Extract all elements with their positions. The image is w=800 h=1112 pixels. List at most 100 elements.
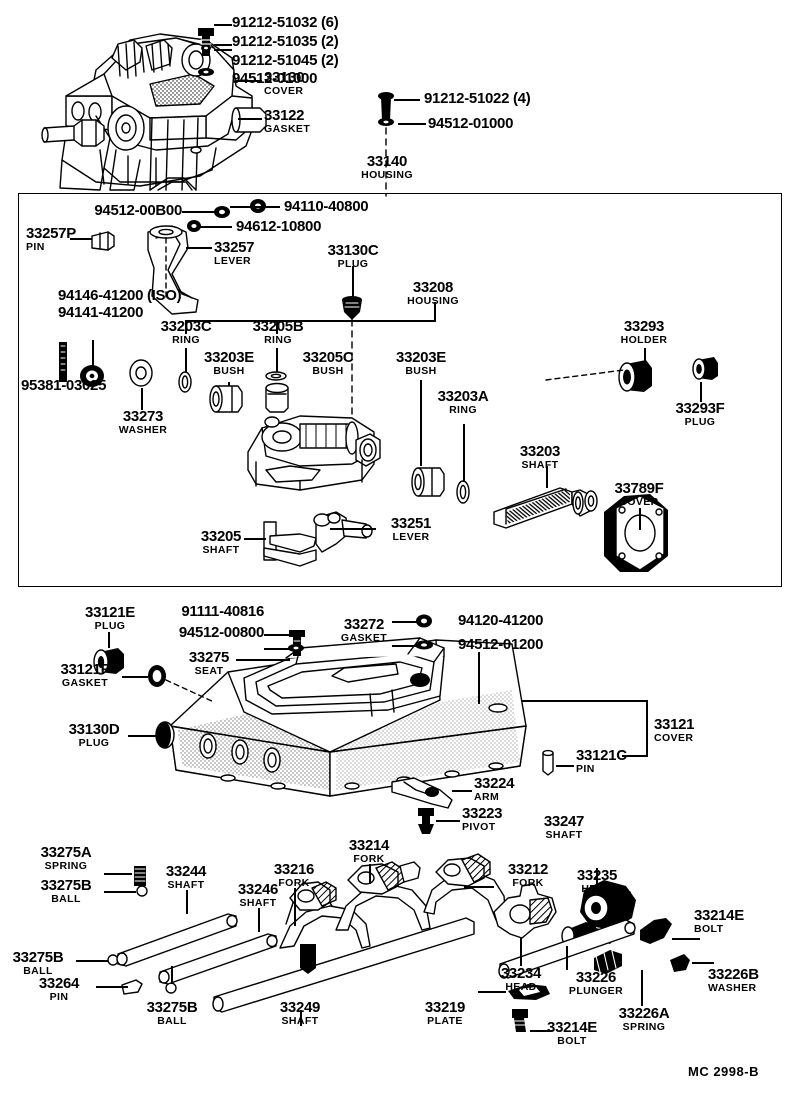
- leader: [672, 938, 700, 940]
- part-label-91212-51022: 91212-51022 (4): [424, 90, 531, 107]
- part-label-33234-head: 33234 HEAD: [500, 965, 542, 993]
- cover-bracket-bottom: [622, 755, 648, 757]
- leader: [238, 118, 262, 120]
- leader: [108, 632, 110, 648]
- part-label-33789F-cover: 33789F COVER: [614, 480, 664, 508]
- group-bracket: [434, 302, 436, 322]
- leader: [182, 211, 216, 213]
- leader: [546, 466, 548, 488]
- leader: [214, 49, 232, 51]
- part-label-91212-51032: 91212-51032 (6): [232, 14, 339, 31]
- part-label-33130-cover: 33130 COVER: [264, 69, 305, 97]
- part-label-33246-shaft: 33246 SHAFT: [237, 881, 279, 909]
- part-label-33130D-plug: 33130D PLUG: [68, 721, 120, 749]
- leader: [104, 891, 136, 893]
- leader: [276, 348, 278, 372]
- leader: [171, 966, 173, 984]
- leader: [186, 247, 212, 249]
- leader: [478, 652, 480, 704]
- part-label-33121F-gasket: 33121F GASKET: [60, 661, 110, 689]
- part-label-94512-01200: 94512-01200: [458, 636, 544, 653]
- leader: [478, 991, 506, 993]
- part-label-33275B-ball-left: 33275B BALL: [12, 949, 64, 977]
- part-label-33212-fork: 33212 FORK: [507, 861, 549, 889]
- leader: [214, 44, 232, 46]
- leader: [300, 1010, 302, 1026]
- group-bracket: [185, 320, 435, 322]
- leader: [452, 790, 472, 792]
- part-label-33235-head: 33235 HEAD: [576, 867, 618, 895]
- part-label-33257-lever: 33257 LEVER: [214, 239, 255, 267]
- leader: [641, 970, 643, 1006]
- part-label-33226-plunger: 33226 PLUNGER: [568, 969, 624, 997]
- part-label-33205-shaft: 33205 SHAFT: [200, 528, 242, 556]
- part-label-94146-41200: 94146-41200 (ISO): [58, 287, 182, 304]
- part-label-33214E-bolt-bottom: 33214E BOLT: [547, 1019, 597, 1047]
- part-label-33272-gasket: 33272 GASKET: [340, 616, 388, 644]
- part-label-91212-51035: 91212-51035 (2): [232, 33, 339, 50]
- part-label-33203C-ring: 33203C RING: [160, 318, 212, 346]
- leader: [236, 659, 290, 661]
- part-label-91212-51045: 91212-51045 (2): [232, 52, 339, 69]
- leader: [369, 864, 371, 884]
- leader: [436, 820, 460, 822]
- leader: [294, 888, 296, 926]
- leader: [520, 938, 522, 966]
- leader: [104, 873, 132, 875]
- part-label-33251-lever: 33251 LEVER: [390, 515, 432, 543]
- leader: [530, 1030, 552, 1032]
- part-label-33249-shaft: 33249 SHAFT: [279, 999, 321, 1027]
- leader: [463, 424, 465, 482]
- middle-group-frame: [18, 193, 782, 587]
- part-label-33203A-ring: 33203A RING: [437, 388, 489, 416]
- part-label-33264-pin: 33264 PIN: [38, 975, 80, 1003]
- cover-bracket-top: [522, 700, 648, 702]
- leader: [230, 206, 280, 208]
- part-label-33219-plate: 33219 PLATE: [424, 999, 466, 1027]
- part-label-33203-shaft: 33203 SHAFT: [519, 443, 561, 471]
- leader: [96, 986, 128, 988]
- group-bracket: [185, 320, 187, 334]
- leader: [639, 508, 641, 530]
- part-label-94141-41200: 94141-41200: [58, 304, 144, 321]
- leader: [644, 348, 646, 362]
- part-label-33216-fork: 33216 FORK: [273, 861, 315, 889]
- part-label-33224-arm: 33224 ARM: [474, 775, 515, 803]
- part-label-33247-shaft: 33247 SHAFT: [543, 813, 585, 841]
- part-label-33226A-spring: 33226A SPRING: [618, 1005, 670, 1033]
- part-label-33208-housing: 33208 HOUSING: [407, 279, 459, 307]
- leader: [398, 123, 426, 125]
- part-label-33121C-pin: 33121C PIN: [576, 747, 627, 775]
- part-label-94512-01000-top: 94512-01000: [232, 70, 318, 87]
- leader: [258, 908, 260, 932]
- part-label-33275B-ball-top: 33275B BALL: [40, 877, 92, 905]
- part-label-33203E-bush-left: 33203E BUSH: [204, 349, 254, 377]
- leader: [76, 960, 108, 962]
- part-label-33121-cover: 33121 COVER: [654, 716, 695, 744]
- leader: [352, 266, 354, 298]
- top-fastener-icons: [198, 28, 214, 76]
- part-label-94512-00800: 94512-00800: [178, 624, 264, 641]
- part-label-33130C-plug: 33130C PLUG: [327, 242, 379, 270]
- leader: [128, 735, 156, 737]
- cover-bracket-side: [646, 700, 648, 756]
- leader: [70, 238, 92, 240]
- leader: [420, 380, 422, 466]
- part-label-33223-pivot: 33223 PIVOT: [462, 805, 503, 833]
- leader: [464, 886, 494, 888]
- part-label-94512-00B00: 94512-00B00: [94, 202, 182, 219]
- part-label-33203E-bush-right: 33203E BUSH: [396, 349, 446, 377]
- leader: [392, 621, 418, 623]
- part-label-33121E-plug: 33121E PLUG: [85, 604, 135, 632]
- leader: [200, 226, 232, 228]
- leader: [186, 890, 188, 914]
- leader: [214, 24, 232, 26]
- part-label-94120-41200: 94120-41200: [458, 612, 544, 629]
- leader: [185, 348, 187, 372]
- part-label-94110-40800: 94110-40800: [284, 198, 369, 215]
- part-label-33275B-ball-mid: 33275B BALL: [146, 999, 198, 1027]
- part-label-33257P-pin: 33257P PIN: [26, 225, 76, 253]
- leader: [244, 538, 266, 540]
- part-label-91111-40816: 91111-40816: [181, 603, 264, 620]
